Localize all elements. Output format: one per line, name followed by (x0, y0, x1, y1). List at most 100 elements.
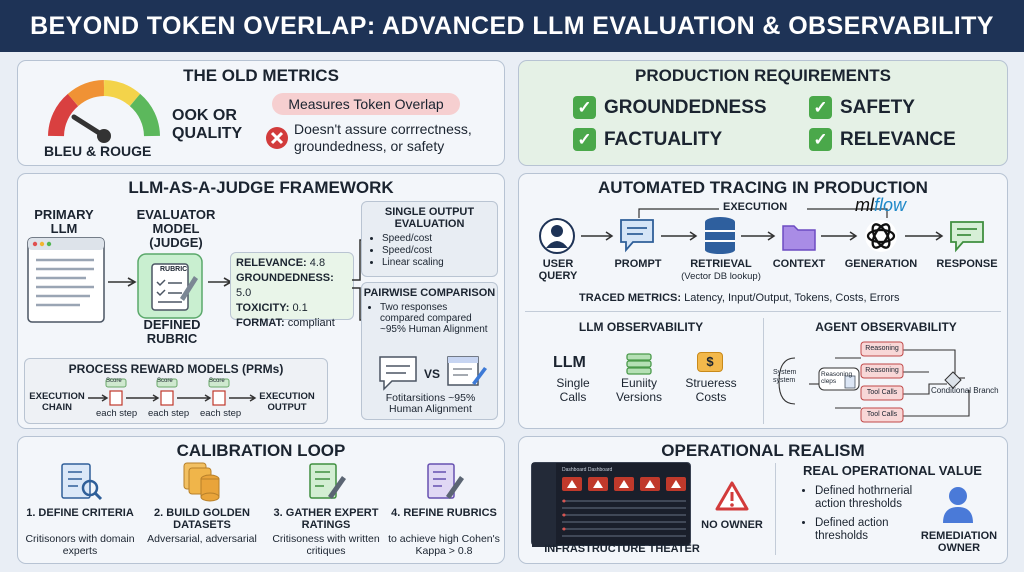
rubric-badge: RUBRIC (160, 266, 188, 273)
old-metrics-panel: THE OLD METRICS BLEU & ROUGE OOK OR QUAL… (17, 60, 505, 166)
requirement-groundedness: ✓GROUNDEDNESS (573, 96, 767, 119)
divider (763, 318, 764, 424)
reasoning-node: Reasoning (865, 345, 899, 352)
calibration-title: CALIBRATION LOOP (176, 441, 346, 460)
value-bullet: Defined action thresholds (815, 517, 937, 543)
costs-label: Strueress Costs (685, 376, 737, 404)
score-row: FORMAT: compliant (236, 317, 335, 329)
pairwise-foot: Fotitarsitions ~95% Human Alignment (385, 392, 476, 415)
score-tag: Score (106, 378, 122, 384)
dashboard-screenshot: Dashboard Dashboard (531, 462, 691, 547)
each-step-label: each step (148, 408, 190, 419)
warning-icon (715, 481, 749, 511)
node-response: RESPONSE (936, 258, 998, 270)
execution-output-label: EXECUTION OUTPUT (259, 391, 315, 413)
old-metrics-warning: Doesn't assure corrrectness, groundednes… (294, 121, 472, 154)
cost-coin-icon: $ (697, 352, 723, 372)
prm-chain-diagram (88, 378, 257, 406)
primary-llm-label: PRIMARY LLM (34, 207, 94, 236)
tool-calls-node: Tool Calls (866, 389, 898, 396)
execution-chain-label: EXECUTION CHAIN (29, 391, 85, 413)
value-bullet: Defined hothrnerial action thresholds (815, 485, 937, 511)
requirement-safety: ✓SAFETY (809, 96, 915, 119)
check-icon: ✓ (809, 96, 832, 119)
versions-label: Euniity Versions (615, 376, 663, 404)
score-row: GROUNDEDNESS: 5.0 (236, 272, 334, 299)
requirement-relevance: ✓RELEVANCE (809, 128, 956, 151)
database-icon (705, 217, 735, 254)
token-overlap-pill: Measures Token Overlap (272, 93, 460, 115)
gauge-icon (48, 80, 160, 143)
document-pen-icon (447, 356, 487, 386)
divider (775, 463, 776, 555)
close-icon (266, 127, 288, 149)
reasoning-node: Reasoning (865, 367, 899, 374)
database-stack-icon (183, 462, 220, 502)
value-bullets: Defined hothrnerial action thresholds De… (803, 485, 937, 543)
mlflow-logo: mlflow (855, 195, 907, 215)
document-pen-icon (309, 463, 346, 499)
retrieval-sub: (Vector DB lookup) (681, 271, 761, 282)
check-icon: ✓ (573, 128, 596, 151)
calibration-step-title: 2. BUILD GOLDEN DATASETS (154, 507, 250, 531)
trace-arrows (581, 231, 944, 241)
production-requirements-title: PRODUCTION REQUIREMENTS (635, 66, 891, 85)
prm-card: PROCESS REWARD MODELS (PRMs) (24, 358, 328, 424)
operational-panel: OPERATIONAL REALISM Dashboard Dashboard … (518, 436, 1008, 564)
calibration-step-desc: to achieve high Cohen's Kappa > 0.8 (388, 533, 500, 557)
tool-calls-node: Tool Calls (866, 411, 898, 418)
conditional-branch-label: Conditional Branch (931, 386, 999, 395)
tracing-panel: AUTOMATED TRACING IN PRODUCTION EXECUTIO… (518, 173, 1008, 429)
execution-bracket (638, 208, 888, 218)
defined-rubric-label: DEFINED RUBRIC (143, 317, 201, 346)
single-bullet: Speed/cost (382, 245, 497, 257)
single-output-card: SINGLE OUTPUT EVALUATION Speed/cost Spee… (361, 201, 498, 277)
evaluator-model-label: EVALUATOR MODEL (JUDGE) (136, 207, 216, 250)
agent-flow-diagram (778, 341, 970, 423)
node-user-query: USER QUERY (538, 258, 578, 282)
each-step-label: each step (200, 408, 242, 419)
single-calls-label: Single Calls (556, 376, 590, 404)
calibration-step-desc: Adversarial, adversarial (147, 533, 257, 545)
calibration-step-title: 3. GATHER EXPERT RATINGS (273, 507, 379, 531)
node-context: CONTEXT (772, 258, 826, 270)
node-generation: GENERATION (844, 258, 918, 270)
calibration-step-desc: Critisoness with written critiques (272, 533, 380, 557)
operational-title: OPERATIONAL REALISM (661, 441, 865, 460)
llm-label: LLM (553, 354, 586, 371)
traced-metrics: TRACED METRICS: Latency, Input/Output, T… (579, 292, 900, 304)
execution-label: EXECUTION (723, 201, 788, 213)
score-tag: Score (157, 378, 173, 384)
infrastructure-theater-label: INFRASTRUCTURE THEATER (544, 543, 700, 555)
chat-bubble-icon (379, 356, 417, 391)
score-card: RELEVANCE: 4.8 GROUNDEDNESS: 5.0 TOXICIT… (230, 252, 354, 329)
checklist-pencil-icon (427, 463, 464, 499)
prompt-chat-icon (620, 219, 654, 253)
checklist-magnifier-icon (61, 463, 103, 501)
score-row: RELEVANCE: 4.8 (236, 257, 326, 269)
calibration-step-title: 1. DEFINE CRITERIA (26, 507, 134, 519)
remediation-owner-label: REMEDIATION OWNER (920, 530, 998, 554)
document-window-icon (27, 237, 105, 323)
dashboard-content (562, 477, 686, 537)
prm-title: PROCESS REWARD MODELS (PRMs) (68, 362, 284, 376)
folder-icon (782, 225, 816, 251)
arrow-icon (108, 277, 137, 287)
tracing-title: AUTOMATED TRACING IN PRODUCTION (598, 178, 928, 197)
no-owner-label: NO OWNER (701, 519, 763, 531)
calibration-step-desc: Critisonors with domain experts (25, 533, 135, 557)
real-value-title: REAL OPERATIONAL VALUE (803, 463, 982, 478)
single-bullet: Linear scaling (382, 257, 497, 269)
user-icon (539, 218, 575, 254)
rubric-clipboard-icon (137, 253, 203, 319)
requirement-factuality: ✓FACTUALITY (573, 128, 722, 151)
check-icon: ✓ (809, 128, 832, 151)
ook-quality-text: OOK OR QUALITY (172, 107, 243, 142)
single-output-title: SINGLE OUTPUT EVALUATION (384, 206, 475, 230)
check-icon: ✓ (573, 96, 596, 119)
stack-icon (626, 353, 652, 375)
old-metrics-title: THE OLD METRICS (183, 66, 339, 85)
vs-label: VS (424, 367, 441, 381)
response-chat-icon (950, 221, 984, 253)
llm-judge-panel: LLM-AS-A-JUDGE FRAMEWORK PRIMARY LLM EVA… (17, 173, 505, 429)
